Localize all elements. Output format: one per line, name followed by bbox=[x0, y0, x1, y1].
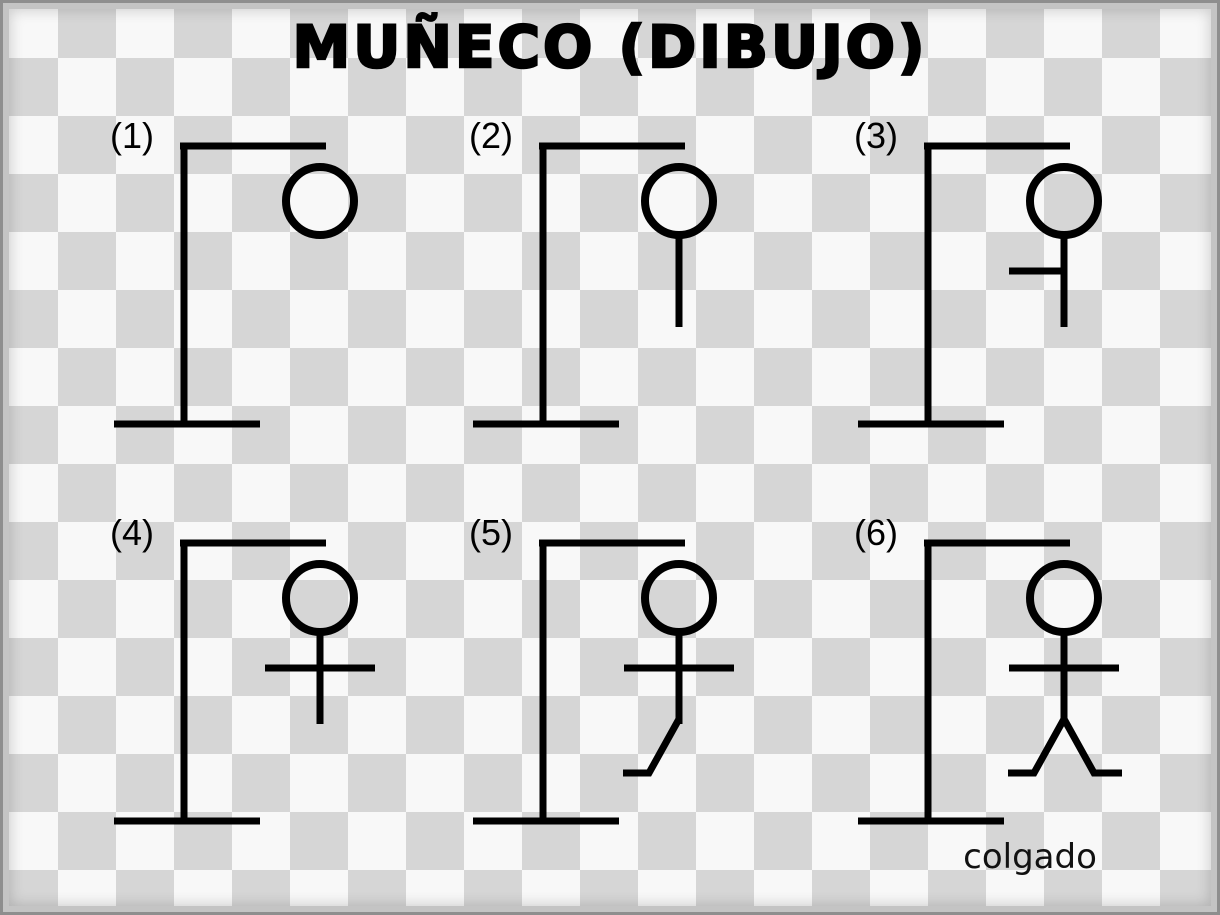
hangman-panel-4: (4) bbox=[110, 512, 375, 821]
caption-colgado: colgado bbox=[963, 837, 1097, 877]
hangman-panel-2: (2) bbox=[469, 115, 713, 424]
figure-head bbox=[286, 564, 354, 632]
figure-left-leg bbox=[1008, 719, 1064, 773]
gallows bbox=[858, 543, 1070, 821]
figure-head bbox=[645, 564, 713, 632]
figure-head bbox=[1030, 564, 1098, 632]
panel-number: (6) bbox=[854, 512, 898, 553]
panel-number: (3) bbox=[854, 115, 898, 156]
panel-number: (5) bbox=[469, 512, 513, 553]
panel-number: (2) bbox=[469, 115, 513, 156]
gallows bbox=[114, 146, 326, 424]
hangman-panel-3: (3) bbox=[854, 115, 1098, 424]
figure-head bbox=[286, 167, 354, 235]
gallows bbox=[858, 146, 1070, 424]
figure-head bbox=[645, 167, 713, 235]
stick-figure bbox=[623, 564, 734, 773]
figure-left-leg bbox=[623, 719, 679, 773]
gallows bbox=[114, 543, 326, 821]
gallows bbox=[473, 146, 685, 424]
hangman-panel-6: (6) bbox=[854, 512, 1122, 821]
figure-right-leg bbox=[1064, 719, 1122, 773]
hangman-panel-1: (1) bbox=[110, 115, 354, 424]
stick-figure bbox=[286, 167, 354, 235]
stick-figure bbox=[1008, 564, 1122, 773]
stick-figure bbox=[645, 167, 713, 327]
panel-number: (4) bbox=[110, 512, 154, 553]
gallows bbox=[473, 543, 685, 821]
stick-figure bbox=[265, 564, 375, 724]
stick-figure bbox=[1009, 167, 1098, 327]
hangman-panel-5: (5) bbox=[469, 512, 734, 821]
figure-head bbox=[1030, 167, 1098, 235]
panel-number: (1) bbox=[110, 115, 154, 156]
